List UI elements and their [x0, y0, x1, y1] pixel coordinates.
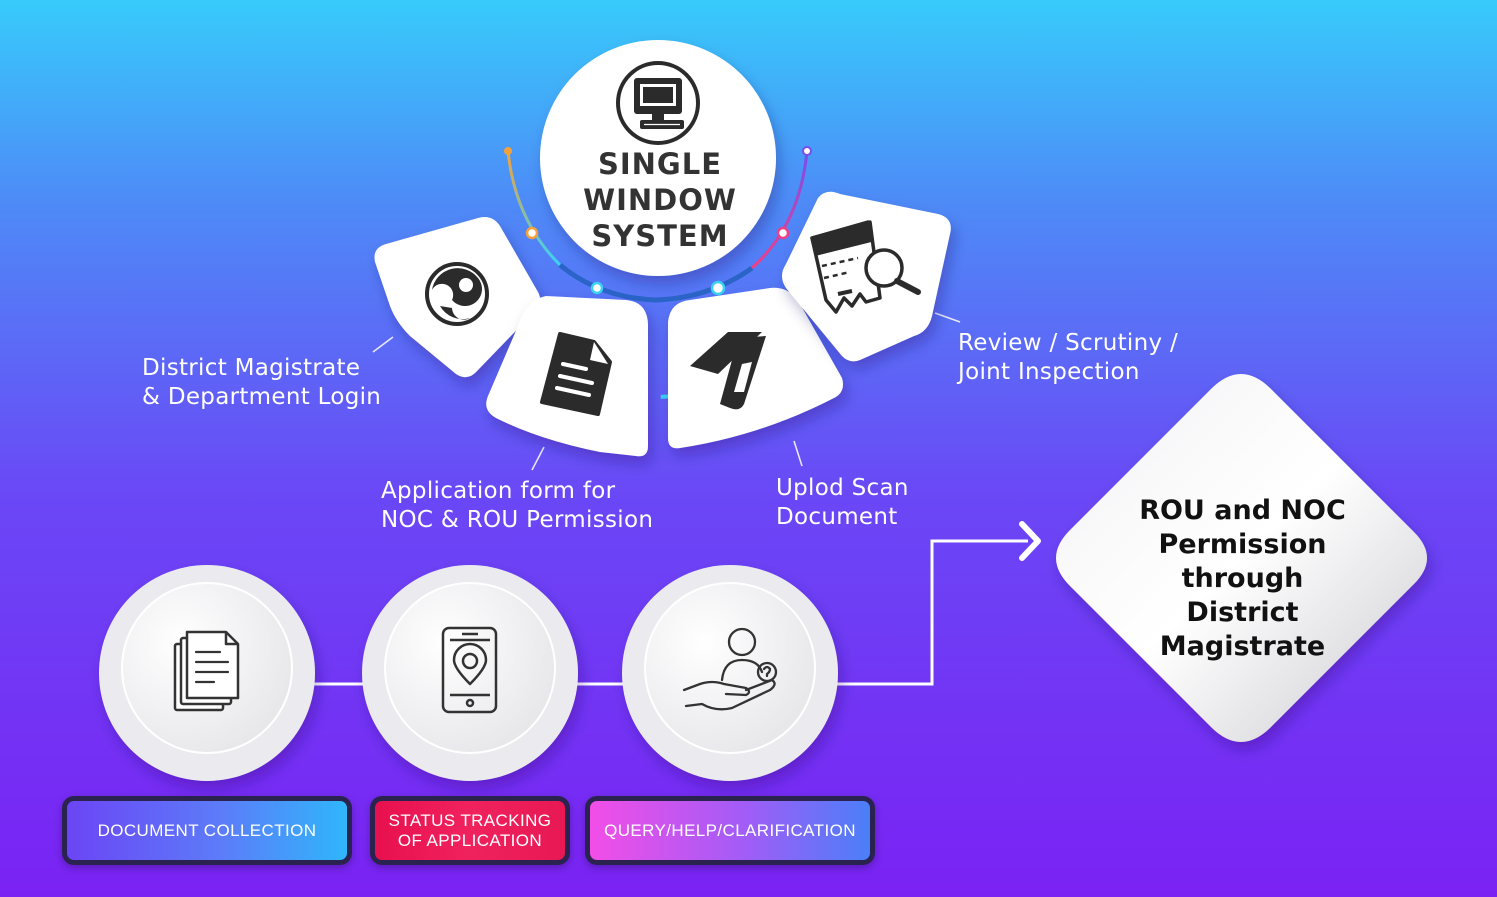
- leader-step-1: [372, 336, 394, 353]
- computer-monitor-icon: [616, 61, 700, 145]
- connector-to-outcome: [835, 539, 1028, 686]
- outcome-line: District: [1186, 597, 1299, 628]
- outcome-line: Permission: [1158, 529, 1327, 560]
- hub-title-line: SINGLE: [597, 147, 723, 181]
- feature-pill-status-tracking: STATUS TRACKING OF APPLICATION: [370, 796, 570, 865]
- leader-step-3: [793, 440, 803, 467]
- step-label-line: & Department Login: [142, 384, 382, 410]
- hub-arc: [468, 146, 842, 400]
- step-label-line: Application form for: [381, 478, 616, 504]
- feature-pill-query-help: QUERY/HELP/CLARIFICATION: [585, 796, 875, 865]
- feature-pill-label: OF APPLICATION: [397, 830, 543, 850]
- step-label-review: Review / Scrutiny / Joint Inspection: [958, 329, 1178, 387]
- feature-disc-help: [622, 565, 838, 781]
- step-label-line: Uplod Scan: [776, 475, 909, 501]
- hub-title-line: WINDOW: [583, 183, 737, 217]
- feature-disc-tracking: [362, 565, 578, 781]
- documents-stack-icon: [173, 630, 240, 712]
- hub-title: SINGLE WINDOW SYSTEM: [560, 146, 760, 254]
- step-label-line: Review / Scrutiny /: [958, 330, 1179, 356]
- step-label-line: Document: [776, 504, 898, 530]
- login-circle-icon: [425, 262, 489, 326]
- feature-pill-label: STATUS TRACKING: [388, 810, 552, 830]
- arc-node: [590, 281, 604, 295]
- step-label-login: District Magistrate & Department Login: [142, 354, 381, 412]
- document-form-icon: [540, 332, 612, 416]
- arrow-head-icon: [1019, 521, 1041, 561]
- hub-title-line: SYSTEM: [591, 219, 729, 253]
- arc-node: [802, 146, 812, 156]
- step-label-upload: Uplod Scan Document: [776, 474, 909, 532]
- arc-node: [776, 226, 790, 240]
- outcome-text: ROU and NOC Permission through District …: [1120, 494, 1365, 664]
- step-label-line: District Magistrate: [142, 355, 361, 381]
- review-magnifier-icon: [810, 220, 921, 314]
- outcome-diamond: [1056, 374, 1427, 742]
- arc-node: [525, 226, 539, 240]
- step-label-line: NOC & ROU Permission: [381, 507, 654, 533]
- leader-step-4: [934, 312, 961, 323]
- outcome-line: Magistrate: [1159, 631, 1326, 662]
- step-label-application: Application form for NOC & ROU Permissio…: [381, 477, 653, 535]
- feature-pill-document-collection: DOCUMENT COLLECTION: [62, 796, 352, 865]
- step-label-line: Joint Inspection: [958, 359, 1140, 385]
- feature-pill-label: QUERY/HELP/CLARIFICATION: [604, 820, 856, 840]
- feature-pill-label: DOCUMENT COLLECTION: [97, 820, 317, 840]
- arc-node: [504, 147, 512, 155]
- outcome-line: through: [1181, 563, 1304, 594]
- leader-lines: [372, 312, 961, 471]
- hub-circle: [540, 40, 776, 276]
- help-hand-icon: [682, 627, 778, 711]
- mobile-location-icon: [441, 626, 498, 714]
- scanner-upload-icon: [690, 332, 766, 410]
- bottom-connectors: [310, 521, 1041, 686]
- arc-node: [710, 280, 726, 296]
- outcome-line: ROU and NOC: [1139, 495, 1346, 526]
- leader-step-2: [531, 446, 545, 471]
